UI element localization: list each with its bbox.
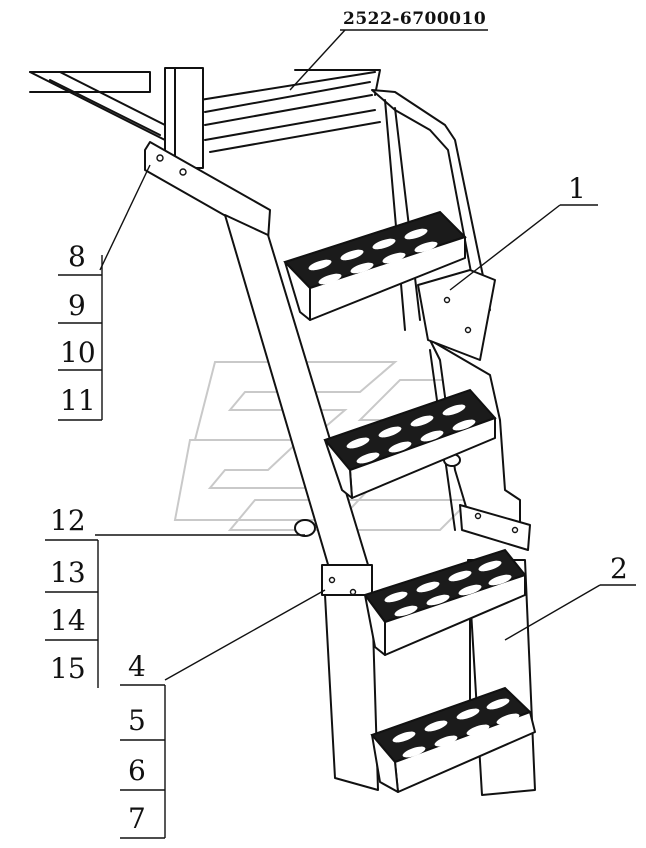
part-number-label: 2522-6700010 [343,9,486,29]
callout-5: 5 [128,704,146,737]
callout-8: 8 [68,240,86,273]
callout-6: 6 [128,754,146,787]
callout-7: 7 [128,802,146,835]
callout-13: 13 [50,556,86,589]
callout-10: 10 [60,336,96,369]
callout-4: 4 [128,650,146,683]
callout-14: 14 [50,604,86,637]
callout-table-12-15 [45,539,99,688]
callout-2: 2 [610,552,628,585]
callout-12: 12 [50,504,86,537]
ladder-treads [283,210,536,793]
callout-table-4-7 [120,684,166,839]
callout-11: 11 [60,384,96,417]
callout-1: 1 [568,172,586,205]
callout-table-8-11 [58,255,103,421]
leader-lines [95,29,636,681]
upper-platform [29,67,381,169]
callout-15: 15 [50,652,86,685]
callout-9: 9 [68,289,86,322]
